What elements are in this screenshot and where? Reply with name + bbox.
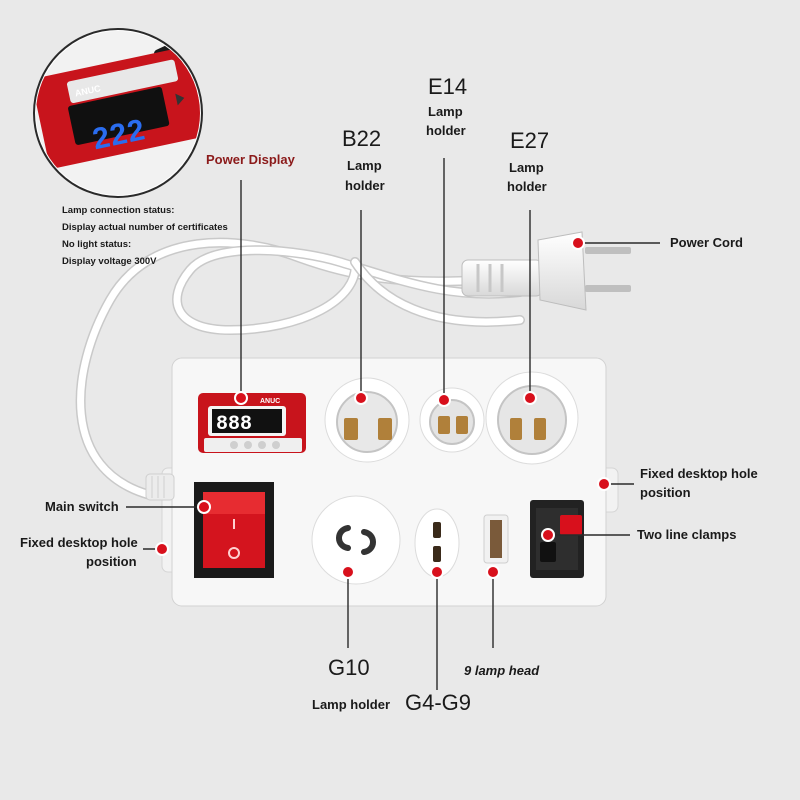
marker-power-cord xyxy=(571,236,585,250)
b22-title: B22 xyxy=(342,126,382,151)
two-line-clamps xyxy=(530,500,584,578)
power-display-inset xyxy=(33,28,203,198)
power-plug xyxy=(461,231,631,311)
note-line-2: Display actual number of certificates xyxy=(62,222,228,233)
plug-prong-top xyxy=(585,247,631,254)
marker-nine-lamp-head xyxy=(486,565,500,579)
note-line-1: Lamp connection status: xyxy=(62,205,175,216)
e27-sub-2: holder xyxy=(507,179,547,194)
marker-two-line-clamps xyxy=(541,528,555,542)
panel-display xyxy=(198,393,306,453)
marker-fixed-hole-left xyxy=(155,542,169,556)
panel-display-brand: ANUC xyxy=(260,398,280,405)
power-cord-label: Power Cord xyxy=(670,235,743,250)
e27-socket xyxy=(485,371,579,465)
b22-sub-1: Lamp xyxy=(347,158,382,173)
leader-lines xyxy=(126,158,660,690)
fixed-hole-right-label-2: position xyxy=(640,485,691,500)
marker-e14 xyxy=(437,393,451,407)
e14-sub-2: holder xyxy=(426,123,466,138)
e14-sub-1: Lamp xyxy=(428,104,463,119)
marker-main-switch xyxy=(197,500,211,514)
e27-title: E27 xyxy=(510,128,550,153)
plug-prong-bottom xyxy=(585,285,631,292)
marker-g4-g9 xyxy=(430,565,444,579)
power-display-caption: Power Display xyxy=(206,152,295,167)
marker-b22 xyxy=(354,391,368,405)
marker-e27 xyxy=(523,391,537,405)
g4-g9-title: G4-G9 xyxy=(405,690,472,715)
panel-display-digits: 888 xyxy=(216,413,252,436)
markers xyxy=(155,236,611,579)
g10-socket xyxy=(311,495,401,585)
fixed-hole-left-label-1: Fixed desktop hole xyxy=(20,535,138,550)
main-switch[interactable] xyxy=(194,482,274,578)
note-line-3: No light status: xyxy=(62,239,132,250)
two-line-clamps-label: Two line clamps xyxy=(637,527,737,542)
nine-lamp-head-socket xyxy=(483,514,509,564)
fixed-hole-right-label-1: Fixed desktop hole xyxy=(640,466,758,481)
g10-title: G10 xyxy=(328,655,370,680)
e14-socket xyxy=(419,387,485,453)
marker-power-display xyxy=(234,391,248,405)
marker-g10 xyxy=(341,565,355,579)
nine-lamp-head-label: 9 lamp head xyxy=(464,663,540,678)
fixed-hole-left-label-2: position xyxy=(86,554,137,569)
e14-title: E14 xyxy=(428,74,468,99)
power-cord xyxy=(75,237,525,500)
marker-fixed-hole-right xyxy=(597,477,611,491)
e27-sub-1: Lamp xyxy=(509,160,544,175)
b22-sub-2: holder xyxy=(345,178,385,193)
main-switch-label: Main switch xyxy=(45,499,119,514)
g10-sub: Lamp holder xyxy=(312,697,391,712)
b22-socket xyxy=(324,377,410,463)
note-line-4: Display voltage 300V xyxy=(62,256,157,267)
